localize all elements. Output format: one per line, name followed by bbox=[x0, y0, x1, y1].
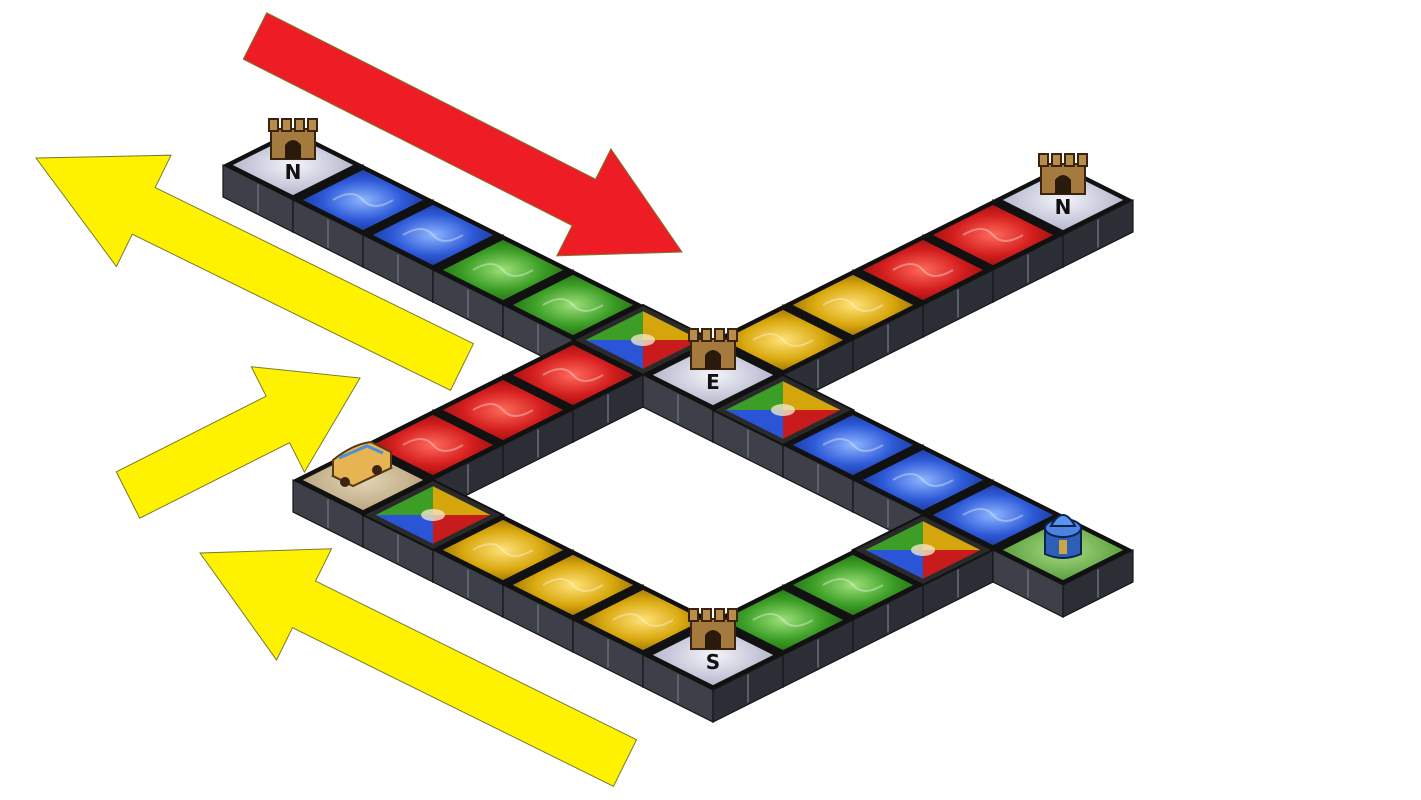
tiles-layer bbox=[222, 130, 1134, 723]
arrows-layer bbox=[35, 12, 683, 787]
north-west-gate-letter: N bbox=[285, 160, 302, 184]
tile-top bbox=[302, 169, 424, 231]
tile-top bbox=[372, 414, 494, 476]
north-east-gate-letter: N bbox=[1055, 195, 1072, 219]
tile-swirl-segment bbox=[585, 311, 643, 340]
yellow-arrow-bottom bbox=[199, 548, 638, 787]
tile-pattern bbox=[542, 298, 604, 312]
east-gate-letter: E bbox=[706, 370, 720, 394]
tile-pattern bbox=[612, 613, 674, 627]
tile-pattern bbox=[402, 438, 464, 452]
tile-top bbox=[722, 309, 844, 371]
tile-pattern bbox=[542, 368, 604, 382]
tile-swirl-center bbox=[911, 544, 935, 556]
tile-top bbox=[442, 239, 564, 301]
tile-top bbox=[512, 344, 634, 406]
north-west-gate: N bbox=[268, 118, 318, 184]
tile-top bbox=[722, 589, 844, 651]
tile-swirl-segment bbox=[783, 381, 841, 410]
tokens-layer bbox=[330, 440, 1082, 559]
tile-pattern bbox=[962, 228, 1024, 242]
red-arrow bbox=[242, 12, 683, 257]
tile-top bbox=[512, 274, 634, 336]
south-gate-letter: S bbox=[706, 650, 720, 674]
tile-top bbox=[232, 134, 354, 196]
tower-icon bbox=[688, 608, 738, 650]
tile-top bbox=[792, 554, 914, 616]
tile-pattern bbox=[892, 263, 954, 277]
tile-swirl-segment bbox=[375, 515, 433, 544]
tile-top bbox=[862, 239, 984, 301]
north-east-gate: N bbox=[1038, 153, 1088, 219]
tile-swirl-center bbox=[771, 404, 795, 416]
tile-pattern bbox=[822, 578, 884, 592]
tile-top bbox=[582, 589, 704, 651]
tile-swirl-segment bbox=[433, 515, 491, 544]
tile-top bbox=[792, 274, 914, 336]
tile-pattern bbox=[822, 298, 884, 312]
tile-swirl-segment bbox=[643, 311, 701, 340]
south-gate-tile bbox=[642, 620, 784, 723]
tile-pattern bbox=[752, 333, 814, 347]
tile-top bbox=[652, 624, 774, 686]
tower-icon bbox=[1038, 153, 1088, 195]
tile-pattern bbox=[892, 473, 954, 487]
tile-top bbox=[932, 484, 1054, 546]
tile-pattern bbox=[472, 543, 534, 557]
tile-swirl-segment bbox=[725, 381, 783, 410]
east-gate-tile bbox=[642, 340, 784, 443]
tile-swirl-segment bbox=[865, 521, 923, 550]
tile-pattern bbox=[542, 578, 604, 592]
tile-top bbox=[1002, 169, 1124, 231]
tile-top bbox=[372, 204, 494, 266]
tile-pattern bbox=[472, 403, 534, 417]
tile-swirl-segment bbox=[783, 410, 841, 439]
tent-icon bbox=[1044, 514, 1082, 559]
caravan-icon bbox=[330, 440, 394, 488]
tile-pattern bbox=[752, 613, 814, 627]
tile-pattern bbox=[332, 193, 394, 207]
tile-pattern bbox=[962, 508, 1024, 522]
tile-swirl-center bbox=[631, 334, 655, 346]
tower-icon bbox=[688, 328, 738, 370]
tile-top bbox=[862, 449, 984, 511]
tile-swirl-segment bbox=[643, 340, 701, 369]
tile-swirl-segment bbox=[433, 486, 491, 515]
tower-icon bbox=[268, 118, 318, 160]
tile-top bbox=[792, 414, 914, 476]
tile-swirl-segment bbox=[923, 550, 981, 579]
tile-swirl-segment bbox=[585, 340, 643, 369]
tile-swirl-center bbox=[421, 509, 445, 521]
tile-pattern bbox=[822, 438, 884, 452]
yellow-arrow-top bbox=[35, 154, 475, 392]
tile-swirl-segment bbox=[375, 486, 433, 515]
tile-top bbox=[652, 344, 774, 406]
tile-top bbox=[442, 519, 564, 581]
tile-swirl-segment bbox=[923, 521, 981, 550]
gates-layer: N N E S bbox=[268, 118, 1088, 674]
tile-top bbox=[932, 204, 1054, 266]
tile-top bbox=[512, 554, 634, 616]
yellow-arrow-middle bbox=[115, 366, 361, 519]
east-gate: E bbox=[688, 328, 738, 394]
tile-swirl-segment bbox=[725, 410, 783, 439]
tile-pattern bbox=[402, 228, 464, 242]
south-gate: S bbox=[688, 608, 738, 674]
tile-swirl-segment bbox=[865, 550, 923, 579]
tile-top bbox=[442, 379, 564, 441]
tile-pattern bbox=[472, 263, 534, 277]
